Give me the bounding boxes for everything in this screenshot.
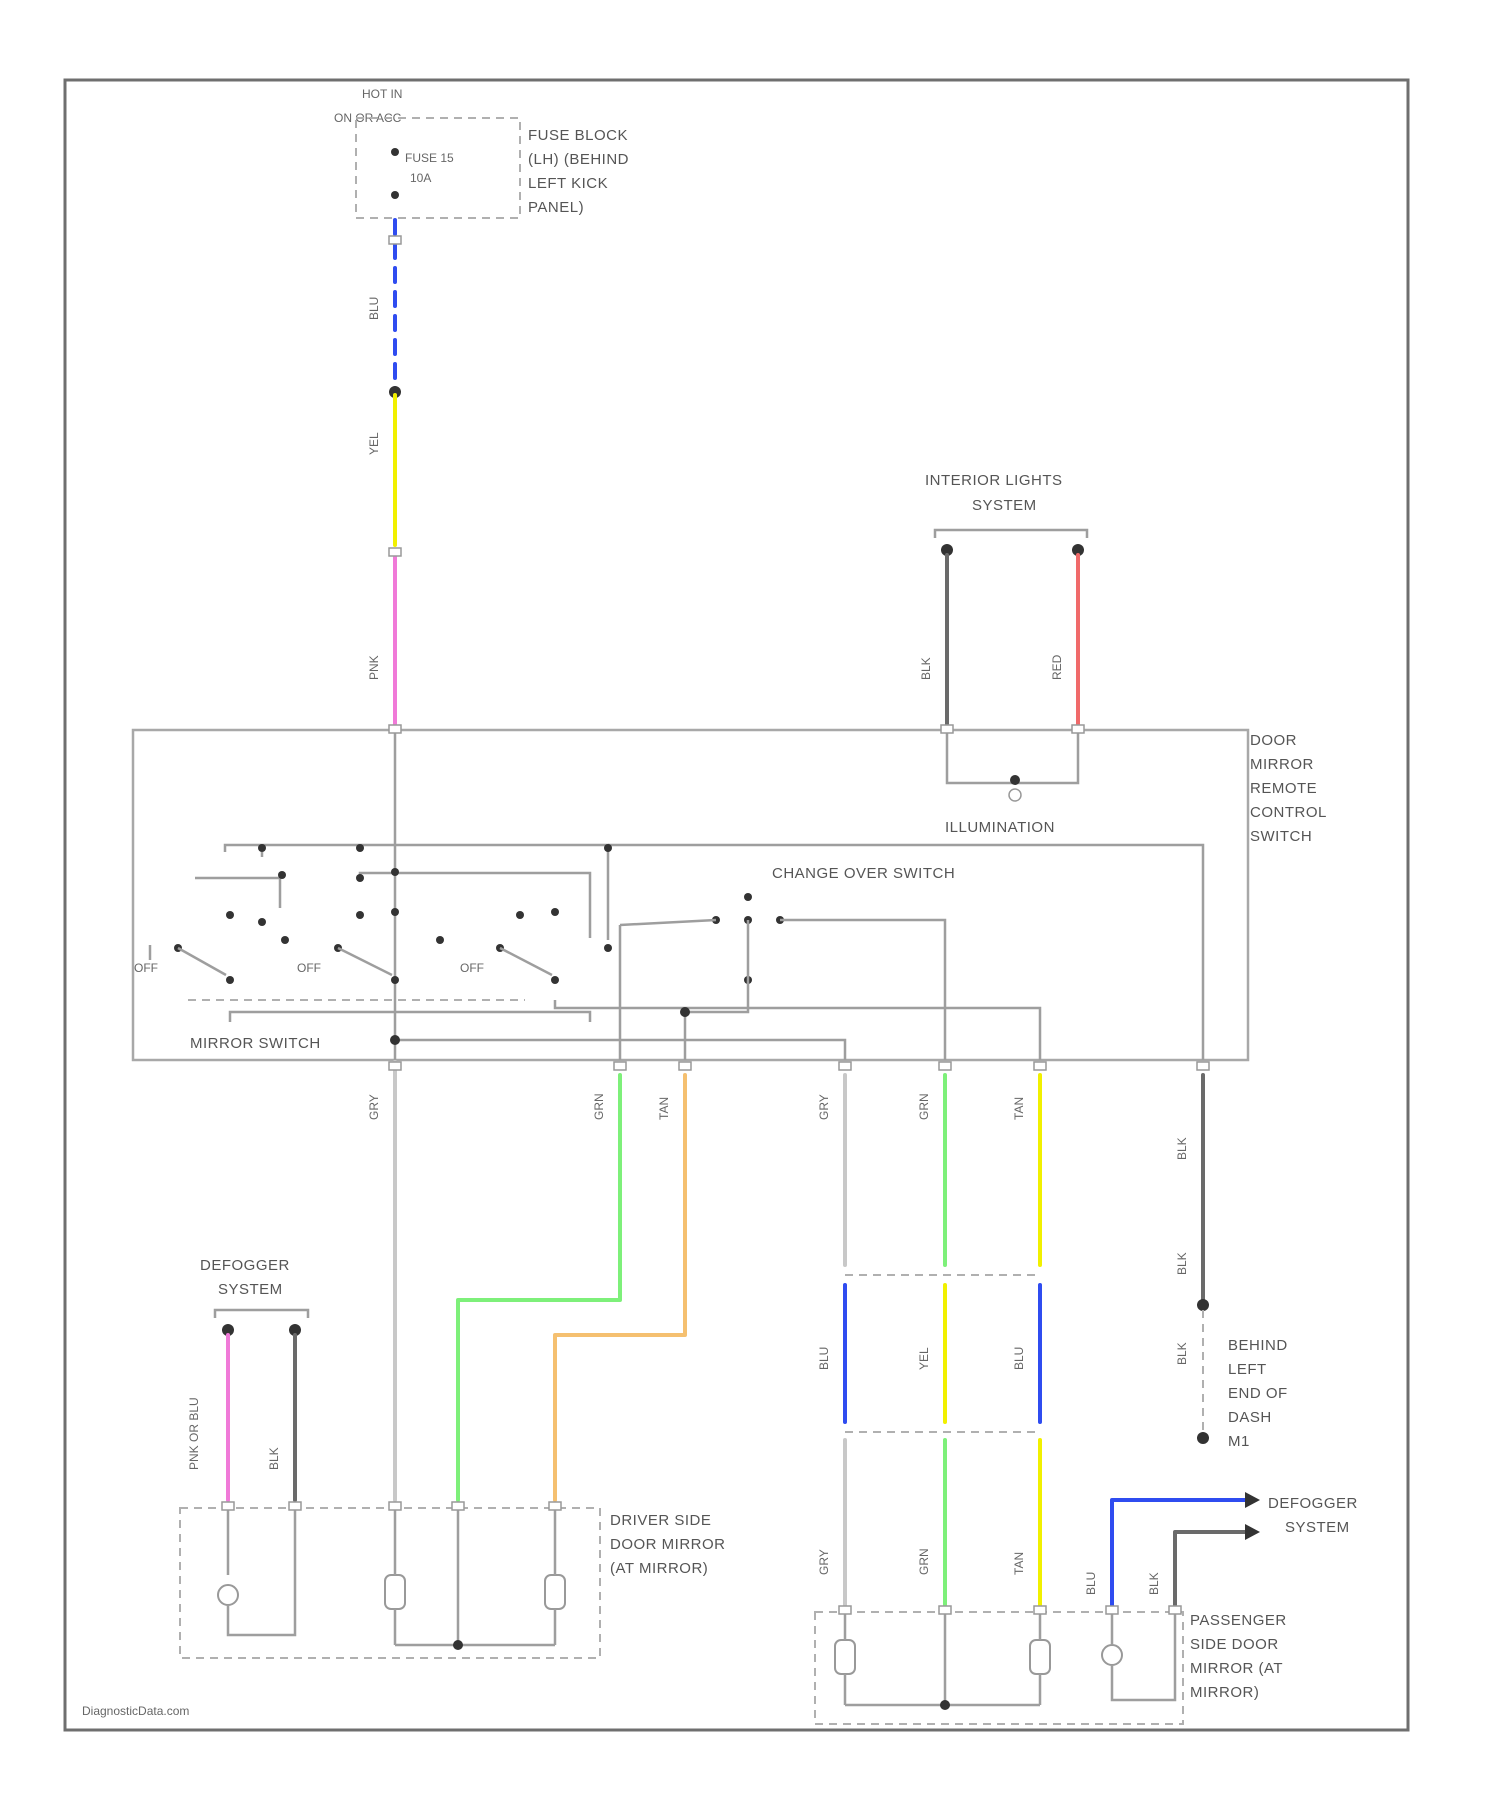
mirror-switch-contacts [174, 844, 612, 984]
pass-mirror-label-2: SIDE DOOR [1190, 1636, 1279, 1653]
off-label-2: OFF [297, 961, 321, 975]
interior-lights-label-2: SYSTEM [972, 497, 1037, 514]
wire-label-blk-ground-2: BLK [1175, 1252, 1189, 1275]
ground-label-1: BEHIND [1228, 1337, 1288, 1354]
wire-label-blu-pass-2: BLU [1012, 1347, 1026, 1370]
wire-label-blu-pass: BLU [817, 1347, 831, 1370]
fuse-block-label-2: (LH) (BEHIND [528, 151, 629, 168]
switch-name-2: MIRROR [1250, 756, 1314, 773]
wire-label-grn-2: GRN [917, 1093, 931, 1120]
fuse-block-box [356, 118, 520, 218]
wire-label-pnk: PNK [367, 655, 381, 680]
pass-mirror-label-4: MIRROR) [1190, 1684, 1259, 1701]
wire-label-tan-1: TAN [657, 1097, 671, 1120]
defogger-label-1: DEFOGGER [200, 1257, 290, 1274]
wire-label-pnk-or-blu: PNK OR BLU [187, 1397, 201, 1470]
motor-icon [545, 1510, 565, 1645]
wire-label-blu: BLU [367, 297, 381, 320]
lamp-icon [1009, 789, 1021, 801]
watermark: DiagnosticData.com [82, 1704, 189, 1718]
wire-label-blk-defogger: BLK [267, 1447, 281, 1470]
ground-label-5: M1 [1228, 1433, 1250, 1450]
mirror-switch-label: MIRROR SWITCH [190, 1035, 321, 1052]
switch-name-3: REMOTE [1250, 780, 1317, 797]
wire-label-yel: YEL [367, 432, 381, 455]
ground-label-4: DASH [1228, 1409, 1272, 1426]
arrow-right-icon [1245, 1524, 1260, 1540]
wire-label-gry-2: GRY [817, 1094, 831, 1120]
defogger-label-2: SYSTEM [218, 1281, 283, 1298]
wire-blk-defogger-pass [1175, 1532, 1245, 1610]
change-over-label: CHANGE OVER SWITCH [772, 865, 955, 882]
fuse-amp-label: 10A [410, 171, 431, 185]
remote-control-switch-box [133, 730, 1248, 1060]
wire-label-blk-def: BLK [1147, 1572, 1161, 1595]
fuse-block-label-3: LEFT KICK [528, 175, 608, 192]
interior-lights-label-1: INTERIOR LIGHTS [925, 472, 1063, 489]
wire-label-grn-3: GRN [917, 1548, 931, 1575]
pass-mirror-label-3: MIRROR (AT [1190, 1660, 1283, 1677]
wire-label-blu-def: BLU [1084, 1572, 1098, 1595]
switch-name-1: DOOR [1250, 732, 1297, 749]
driver-mirror-label-3: (AT MIRROR) [610, 1560, 708, 1577]
ground-label-3: END OF [1228, 1385, 1288, 1402]
wire-label-blk-illum: BLK [919, 657, 933, 680]
wire-label-blk-ground-3: BLK [1175, 1342, 1189, 1365]
fuse-block-label-4: PANEL) [528, 199, 584, 216]
wire-label-tan-3: TAN [1012, 1552, 1026, 1575]
wire-label-grn-1: GRN [592, 1093, 606, 1120]
wire-label-gry-1: GRY [367, 1094, 381, 1120]
driver-mirror-label-2: DOOR MIRROR [610, 1536, 726, 1553]
motor-icon [385, 1510, 405, 1645]
pass-mirror-label-1: PASSENGER [1190, 1612, 1287, 1629]
wire-label-red-illum: RED [1050, 654, 1064, 680]
wire-label-gry-3: GRY [817, 1549, 831, 1575]
wire-blu-defogger-pass [1112, 1500, 1245, 1610]
diagram-frame [65, 80, 1408, 1730]
motor-icon [835, 1612, 855, 1705]
fuse-label: FUSE 15 [405, 151, 454, 165]
arrow-right-icon [1245, 1492, 1260, 1508]
switch-name-5: SWITCH [1250, 828, 1312, 845]
fuse-block-label-1: FUSE BLOCK [528, 127, 628, 144]
off-label-1: OFF [134, 961, 158, 975]
ground-label-2: LEFT [1228, 1361, 1267, 1378]
defogger-pass-label-2: SYSTEM [1285, 1519, 1350, 1536]
passenger-mirror-box [815, 1612, 1183, 1724]
wire-label-tan-2: TAN [1012, 1097, 1026, 1120]
illumination-label: ILLUMINATION [945, 819, 1055, 836]
wire-label-blk-ground-1: BLK [1175, 1137, 1189, 1160]
switch-name-4: CONTROL [1250, 804, 1327, 821]
wire-label-yel-pass: YEL [917, 1347, 931, 1370]
ground-icon [1197, 1432, 1209, 1444]
driver-mirror-label-1: DRIVER SIDE [610, 1512, 711, 1529]
heater-icon [1102, 1612, 1175, 1700]
off-label-3: OFF [460, 961, 484, 975]
wire-grn-driver [458, 1075, 620, 1500]
mirror-switch-blades [178, 948, 552, 975]
hot-in-label: HOT IN [362, 87, 402, 101]
defogger-pass-label-1: DEFOGGER [1268, 1495, 1358, 1512]
heater-icon [218, 1510, 295, 1635]
motor-icon [1030, 1612, 1050, 1705]
